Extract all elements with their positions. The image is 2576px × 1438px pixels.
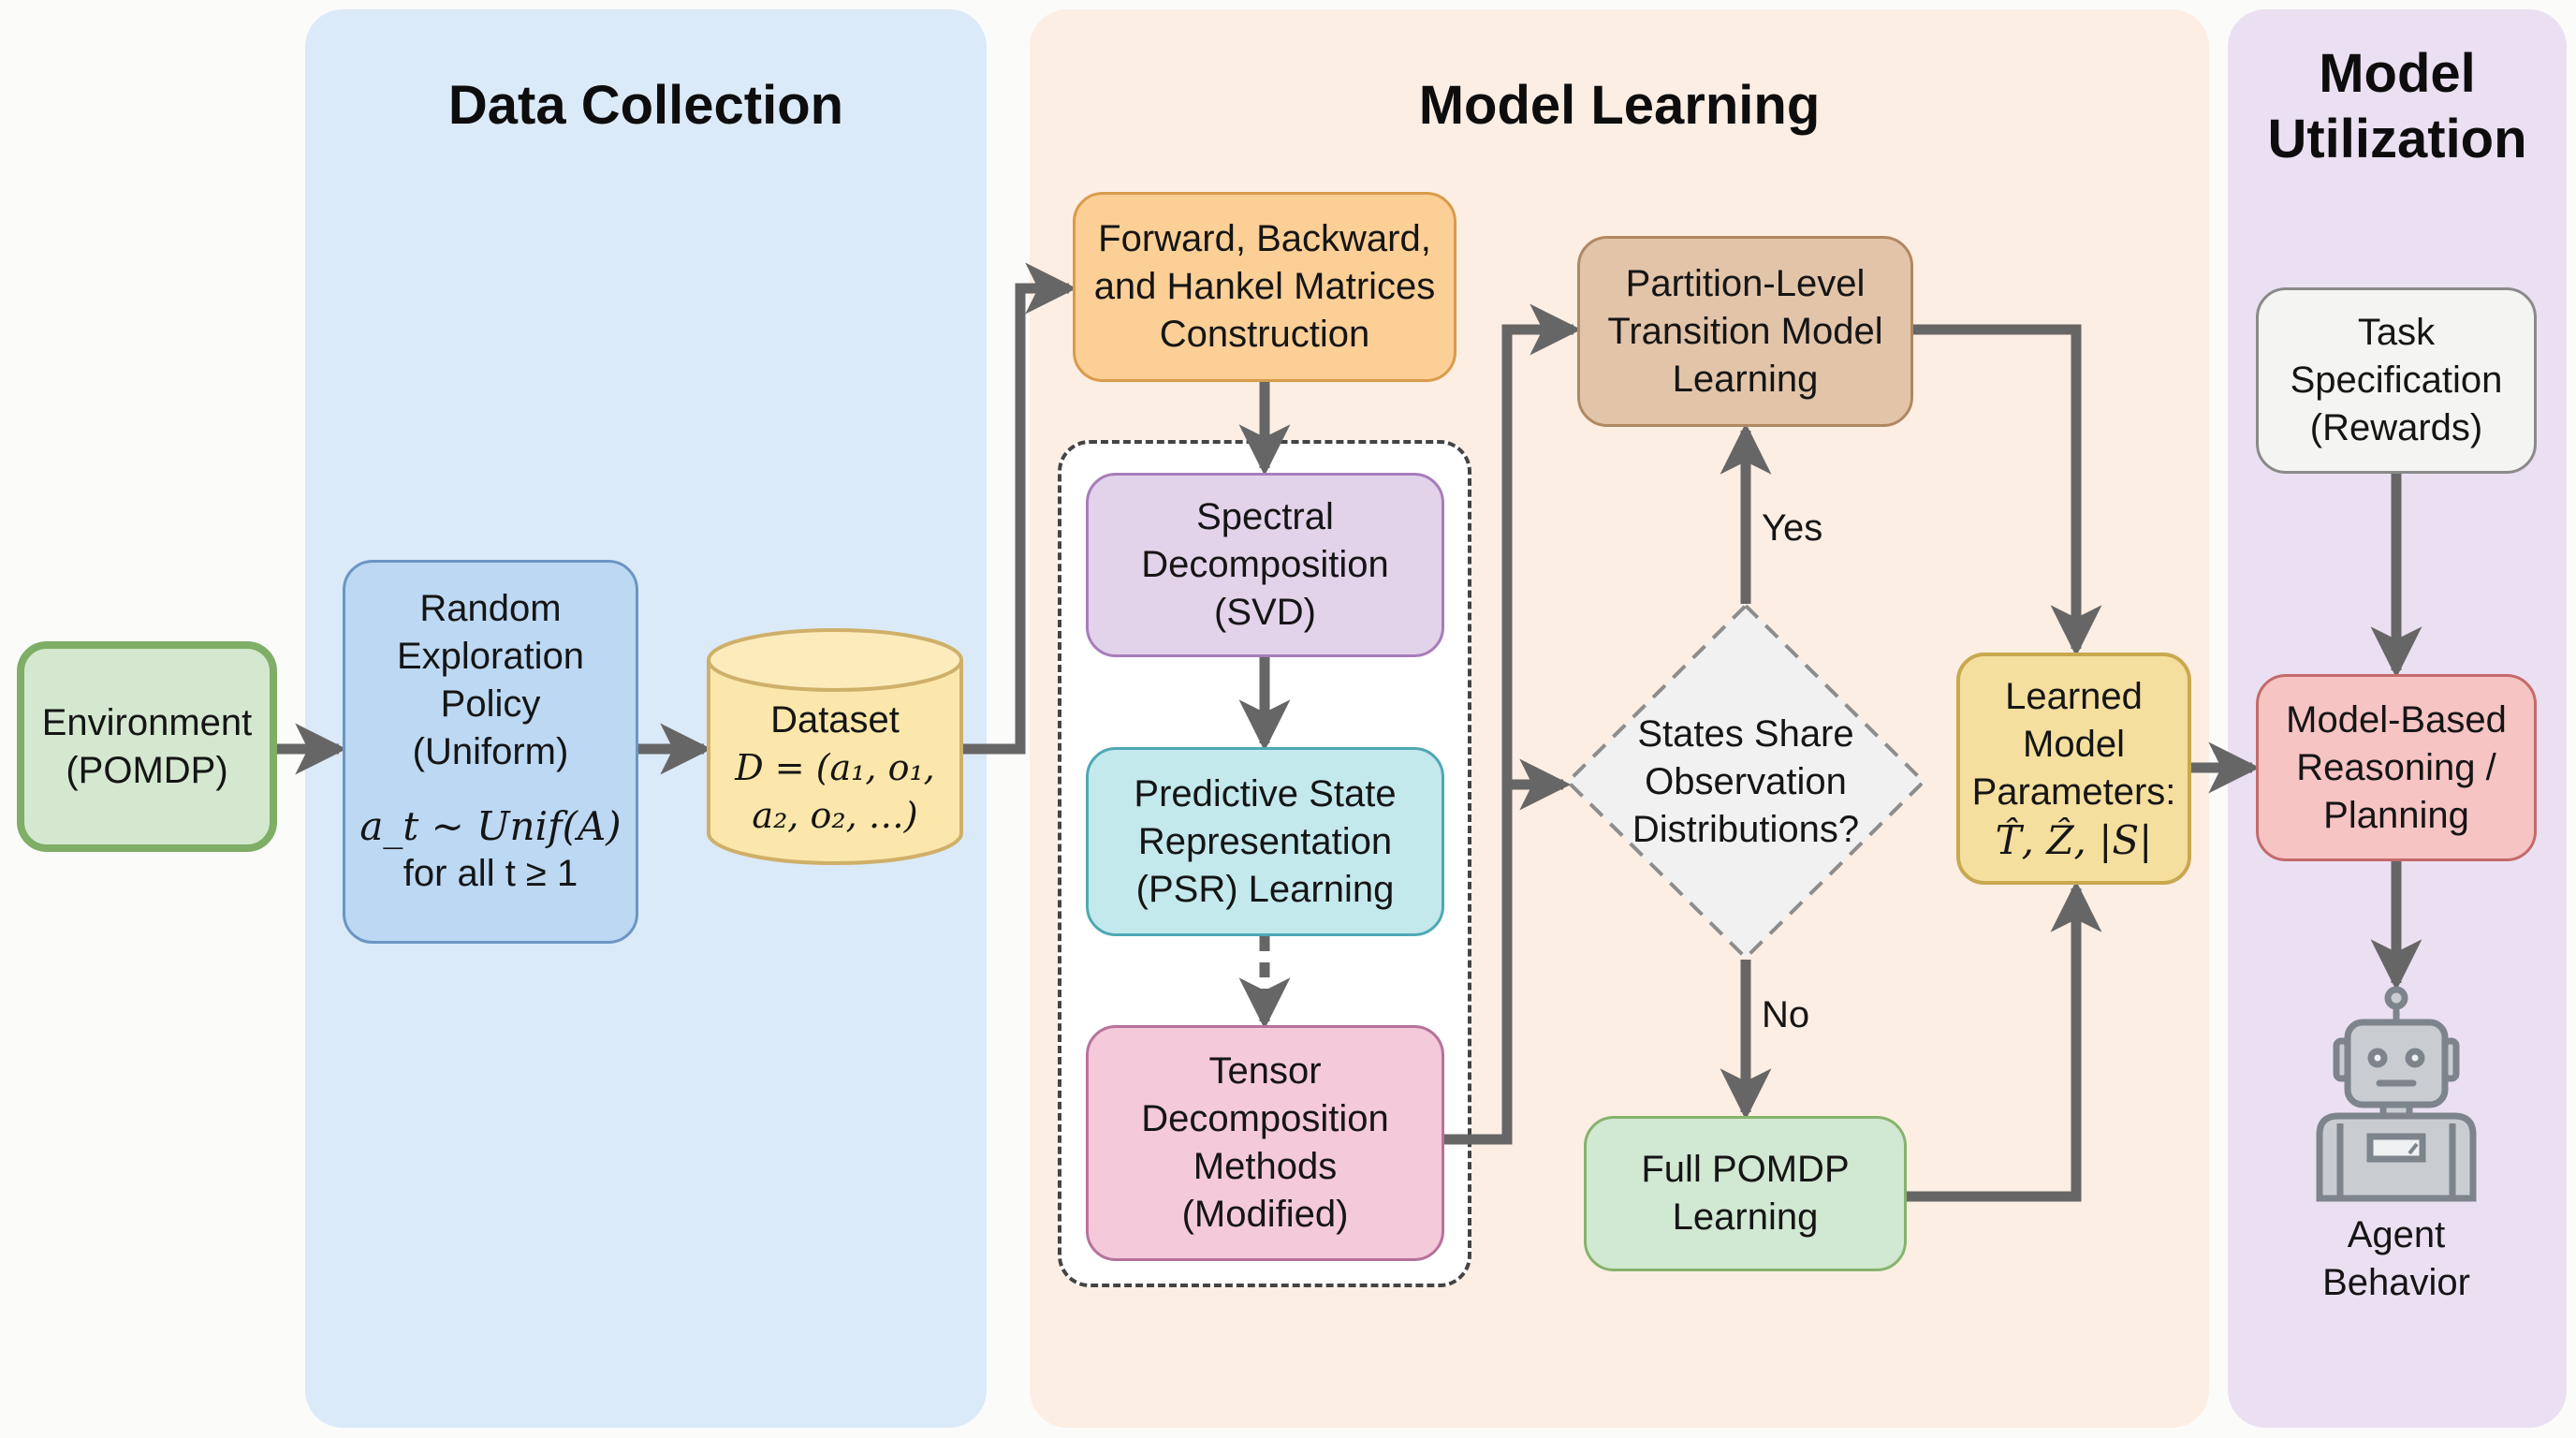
node-label: Observation: [1645, 760, 1847, 802]
node-label: Learning: [1672, 358, 1819, 400]
node-label: (Uniform): [412, 731, 569, 772]
spectral-decomposition-node[interactable]: Spectral Decomposition (SVD): [1086, 473, 1444, 657]
node-label: Policy: [440, 683, 541, 725]
section-title-data-collection: Data Collection: [447, 75, 844, 136]
node-label: (Rewards): [2309, 407, 2483, 448]
node-label: (SVD): [1214, 592, 1316, 633]
learned-params-formula: T̂, Ẑ, |S|: [1995, 817, 2153, 863]
dataset-formula: a₂, o₂, …): [752, 794, 918, 836]
node-label: Environment: [41, 701, 253, 743]
node-label: Transition Model: [1607, 310, 1883, 352]
edge-label-no: No: [1762, 994, 1810, 1035]
node-label: Planning: [2323, 794, 2469, 836]
node-label: Random: [419, 588, 562, 629]
node-label: Partition-Level: [1625, 262, 1866, 304]
node-label: (PSR) Learning: [1135, 868, 1395, 910]
node-label: Model: [2023, 724, 2125, 765]
node-label: Task: [2357, 312, 2436, 353]
dataset-node[interactable]: Dataset D = (a₁, o₁, a₂, o₂, …): [709, 688, 961, 847]
node-label: Behavior: [2322, 1262, 2470, 1303]
edge-label-yes: Yes: [1762, 507, 1823, 549]
node-label: Representation: [1137, 820, 1393, 862]
node-label: Learned: [2005, 676, 2143, 717]
node-label: and Hankel Matrices: [1093, 266, 1436, 307]
node-label: Model-Based: [2286, 698, 2507, 741]
model-based-planning-node[interactable]: Model-Based Reasoning / Planning: [2256, 674, 2537, 861]
node-label: Full POMDP: [1641, 1149, 1850, 1190]
tensor-decomposition-node[interactable]: Tensor Decomposition Methods (Modified): [1086, 1025, 1444, 1261]
partition-level-learning-node[interactable]: Partition-Level Transition Model Learnin…: [1577, 236, 1913, 427]
section-title-model-utilization: Model Utilization: [2228, 41, 2567, 172]
decision-node[interactable]: States Share Observation Distributions?: [1596, 683, 1895, 880]
full-pomdp-learning-node[interactable]: Full POMDP Learning: [1584, 1116, 1907, 1271]
node-label: Decomposition: [1141, 1098, 1389, 1139]
random-exploration-policy-node[interactable]: Random Exploration Policy (Uniform) a_t …: [343, 560, 638, 944]
environment-node[interactable]: Environment (POMDP): [17, 641, 277, 852]
node-label: Distributions?: [1632, 808, 1860, 850]
section-title-model-learning: Model Learning: [1418, 75, 1821, 136]
node-label: (Modified): [1181, 1194, 1349, 1235]
node-label: Spectral: [1196, 496, 1334, 537]
node-label: Construction: [1159, 314, 1370, 355]
node-label: Parameters:: [1971, 771, 2176, 813]
node-label: Exploration: [396, 636, 585, 677]
node-label: Dataset: [770, 698, 900, 741]
node-label: Tensor: [1208, 1050, 1322, 1092]
node-label: Reasoning /: [2296, 746, 2496, 788]
agent-behavior-label: Agent Behavior: [2284, 1208, 2509, 1311]
title-line: Model: [2319, 43, 2476, 104]
node-label: States Share: [1637, 712, 1854, 755]
task-specification-node[interactable]: Task Specification (Rewards): [2256, 287, 2537, 474]
dataset-formula: D = (a₁, o₁,: [735, 746, 935, 788]
node-label: Learning: [1672, 1196, 1819, 1238]
policy-condition: for all t ≥ 1: [402, 853, 578, 894]
node-label: Agent: [2347, 1214, 2446, 1255]
node-label: (POMDP): [66, 749, 228, 791]
matrices-construction-node[interactable]: Forward, Backward, and Hankel Matrices C…: [1073, 192, 1456, 382]
psr-learning-node[interactable]: Predictive State Representation (PSR) Le…: [1086, 747, 1444, 936]
title-line: Utilization: [2267, 109, 2527, 169]
node-label: Predictive State: [1134, 772, 1397, 814]
learned-model-parameters-node[interactable]: Learned Model Parameters: T̂, Ẑ, |S|: [1956, 653, 2191, 885]
policy-formula: a_t ~ Unif(A): [359, 803, 622, 849]
node-label: Decomposition: [1141, 544, 1389, 585]
node-label: Methods: [1193, 1146, 1338, 1187]
node-label: Specification: [2290, 360, 2503, 401]
node-label: Forward, Backward,: [1098, 218, 1431, 259]
